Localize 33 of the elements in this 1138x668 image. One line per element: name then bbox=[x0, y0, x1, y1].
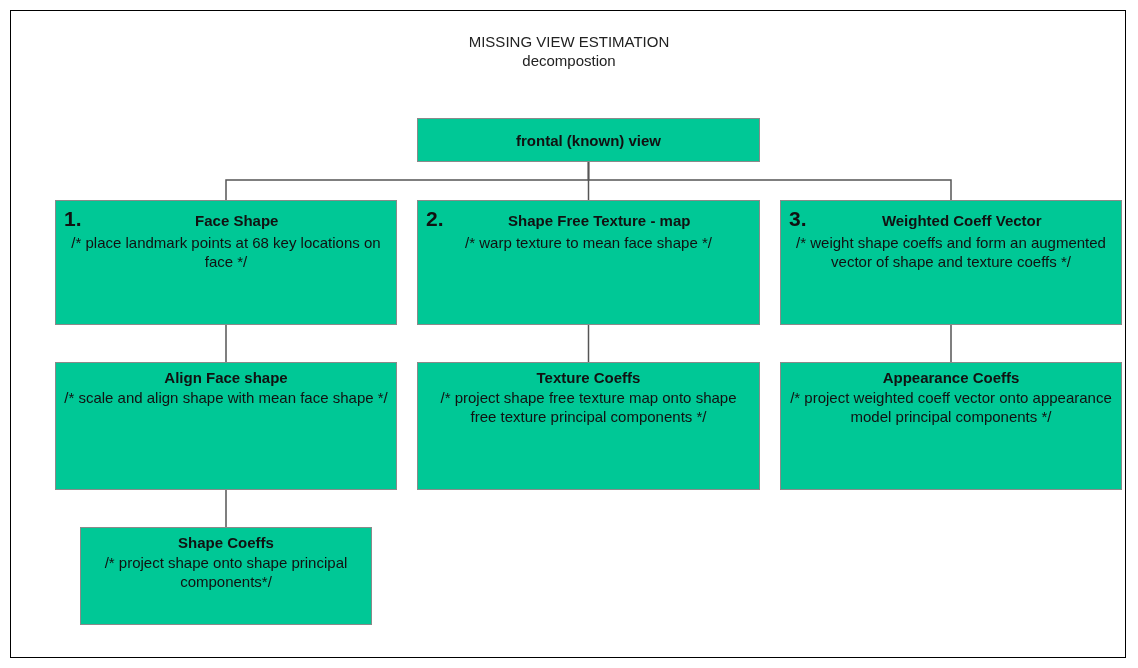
box-description: /* weight shape coeffs and form an augmented vector of shape and texture coeffs */ bbox=[795, 233, 1107, 271]
box-heading: Face Shape bbox=[194, 212, 280, 229]
step-number: 3. bbox=[789, 207, 807, 231]
connector-line bbox=[950, 324, 952, 363]
diagram-title: MISSING VIEW ESTIMATION bbox=[468, 33, 670, 50]
box-description: /* project shape free texture map onto shape free texture principal components */ bbox=[439, 388, 738, 426]
step-number: 2. bbox=[426, 207, 444, 231]
box-heading: Texture Coeffs bbox=[535, 369, 642, 386]
box-heading: Shape Coeffs bbox=[177, 534, 275, 551]
box-description: /* project weighted coeff vector onto appearance model principal components */ bbox=[789, 388, 1113, 426]
box-description: /* scale and align shape with mean face shape */ bbox=[64, 388, 388, 407]
box-description: /* warp texture to mean face shape */ bbox=[465, 233, 712, 252]
process-box bbox=[780, 200, 1122, 325]
process-box bbox=[417, 200, 760, 325]
box-heading: Shape Free Texture - map bbox=[507, 212, 692, 229]
subtitle: decompostion bbox=[522, 52, 616, 69]
box-description: /* place landmark points at 68 key locations on face */ bbox=[70, 233, 382, 271]
connector-line bbox=[225, 489, 227, 528]
process-box bbox=[80, 527, 372, 625]
process-box bbox=[780, 362, 1122, 490]
box-heading: Appearance Coeffs bbox=[881, 369, 1021, 386]
step-number: 1. bbox=[64, 207, 82, 231]
connector-line bbox=[587, 324, 590, 363]
process-box bbox=[417, 118, 760, 162]
box-description: /* project shape onto shape principal components*/ bbox=[103, 553, 349, 591]
connector-line bbox=[225, 324, 227, 363]
process-box bbox=[55, 362, 397, 490]
process-box bbox=[417, 362, 760, 490]
box-heading: Align Face shape bbox=[163, 369, 289, 386]
box-heading: frontal (known) view bbox=[515, 131, 662, 149]
box-heading: Weighted Coeff Vector bbox=[880, 212, 1043, 229]
connector-line bbox=[587, 161, 952, 201]
process-box bbox=[55, 200, 397, 325]
